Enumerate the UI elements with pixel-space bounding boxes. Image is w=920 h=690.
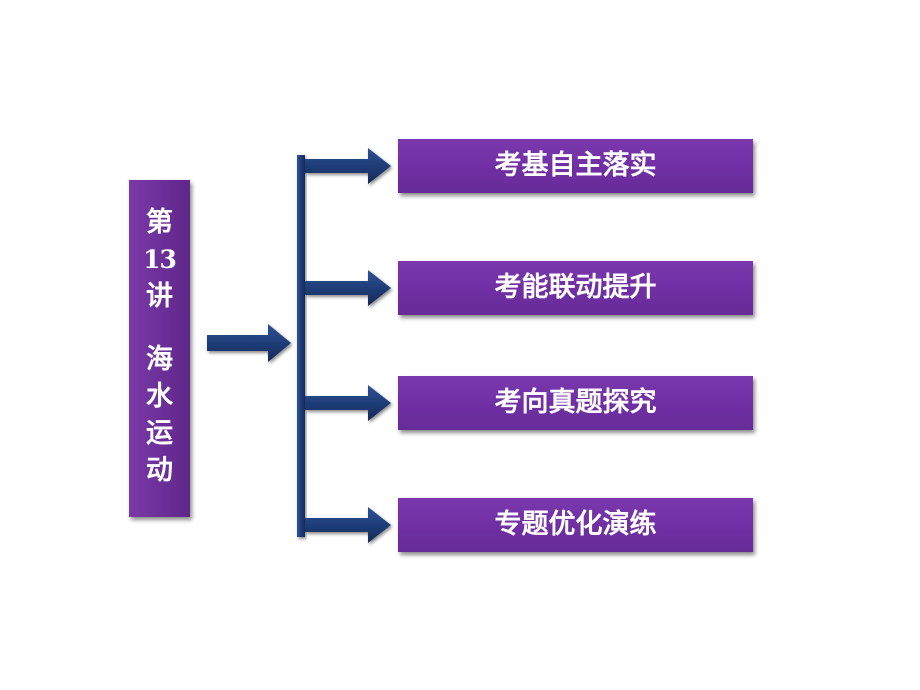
menu-item-label: 考能联动提升 [494, 272, 657, 303]
menu-item-kaoxiang[interactable]: 考向真题探究 [398, 376, 753, 430]
menu-item-label: 考向真题探究 [494, 387, 657, 418]
branch-arrow-icon-3 [305, 385, 391, 421]
menu-item-kaoneng[interactable]: 考能联动提升 [398, 261, 753, 315]
lesson-title-char-2: 水 [146, 381, 173, 412]
branch-arrow-icon-1 [305, 148, 391, 184]
lesson-title-char-3: 运 [146, 418, 173, 449]
bracket-line [297, 155, 305, 537]
menu-item-zhuanti[interactable]: 专题优化演练 [398, 498, 753, 552]
lesson-title-char-4: 动 [146, 455, 173, 486]
lesson-title-number: 13 [143, 245, 177, 274]
lesson-title-suffix: 讲 [146, 281, 173, 312]
branch-arrow-icon-4 [305, 507, 391, 543]
menu-item-label: 专题优化演练 [494, 509, 657, 540]
menu-item-kaoji[interactable]: 考基自主落实 [398, 139, 753, 193]
branch-arrow-icon-2 [305, 270, 391, 306]
menu-item-label: 考基自主落实 [494, 150, 657, 181]
lesson-title-char-1: 海 [146, 344, 173, 375]
main-arrow-icon [207, 324, 291, 362]
lesson-title-box: 第 13 讲 海 水 运 动 [129, 180, 190, 517]
lesson-title-prefix: 第 [146, 207, 173, 238]
